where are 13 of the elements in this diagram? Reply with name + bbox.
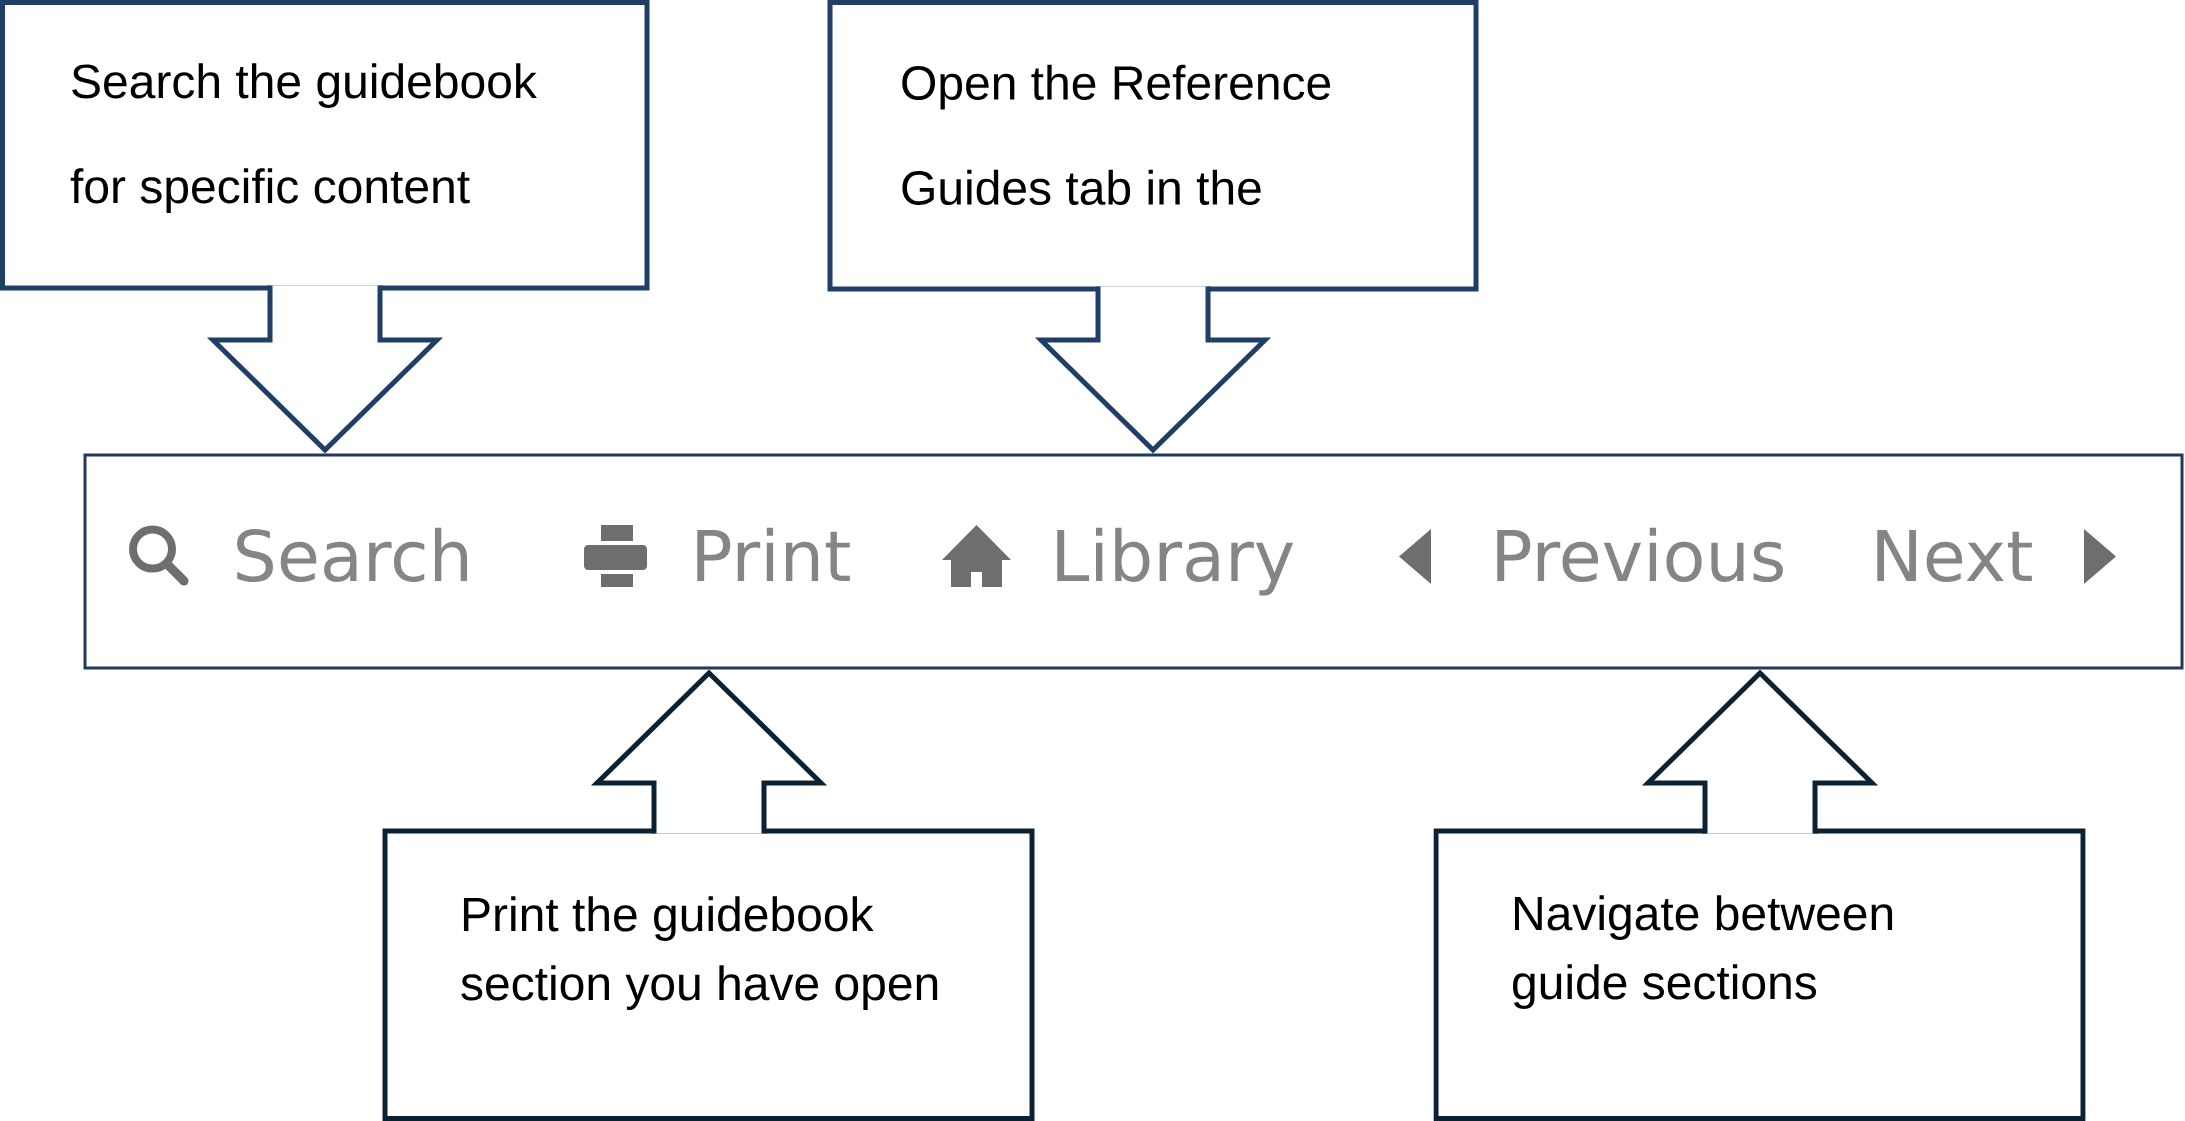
toolbar-label: Print <box>697 527 850 581</box>
callout-box: Navigate between guide sections <box>1433 828 2086 1121</box>
toolbar-label: Search <box>237 527 468 582</box>
callout-box: Search the guidebook for specific content <box>0 0 650 291</box>
toolbar-label: Next <box>1877 530 2032 582</box>
block-arrow <box>206 283 444 454</box>
toolbar-label: Library <box>1057 527 1294 596</box>
block-arrow <box>590 669 828 836</box>
toolbar-label: Previous <box>1497 527 1783 582</box>
block-arrow <box>1034 284 1272 454</box>
callout-box: Open the Reference Guides tab in the <box>827 0 1479 292</box>
callout-box: Print the guidebook section you have open <box>382 828 1035 1121</box>
block-arrow <box>1641 669 1879 836</box>
